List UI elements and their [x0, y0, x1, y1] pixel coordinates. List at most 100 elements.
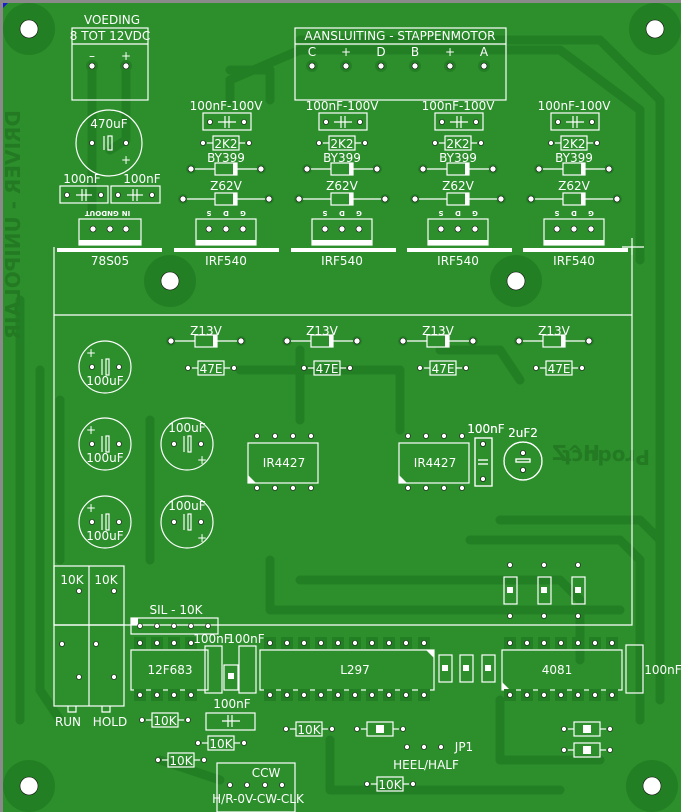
mounting-hole-icon — [506, 271, 526, 291]
pad — [207, 119, 213, 125]
jumper-label: HEEL/HALF — [393, 758, 459, 772]
pad — [272, 485, 278, 491]
pad — [155, 757, 161, 763]
elco-100uf: 100uF+ — [78, 495, 132, 549]
pad — [471, 225, 479, 233]
pad — [355, 225, 363, 233]
cap-100nf-100v-label: 100nF-100V — [306, 99, 380, 113]
pad — [171, 441, 177, 447]
pad — [403, 692, 409, 698]
pad — [171, 640, 177, 646]
pad — [548, 140, 554, 146]
cap-100nf-100v-label: 100nF-100V — [422, 99, 496, 113]
pad — [480, 62, 488, 70]
resistor-10k: 10K — [139, 712, 191, 728]
pad — [318, 692, 324, 698]
diode-label: BY399 — [207, 151, 245, 165]
pad — [405, 485, 411, 491]
resistor-label: 47E — [200, 362, 223, 376]
pad — [507, 692, 513, 698]
pad — [417, 365, 423, 371]
pot-run-label: RUN — [55, 715, 81, 729]
pad — [241, 740, 247, 746]
resistor-10k: 10K — [195, 735, 247, 751]
pad — [553, 225, 561, 233]
pad — [403, 640, 409, 646]
pad — [231, 365, 237, 371]
pad — [89, 441, 95, 447]
diode-label: Z62V — [326, 179, 358, 193]
pad — [308, 485, 314, 491]
elco-label: 100uF — [168, 421, 206, 435]
pad — [89, 364, 95, 370]
elco-100uf: 100uF+ — [160, 495, 214, 549]
ic-4081: 4081 — [501, 637, 623, 701]
pin-label: S — [322, 209, 327, 217]
driver-label: IR4427 — [414, 456, 456, 470]
pad — [605, 165, 613, 173]
pad — [301, 640, 307, 646]
svg-text:+: + — [197, 531, 207, 545]
motor-pin-label: C — [308, 45, 316, 59]
zener-z62v: Z62V — [178, 179, 274, 206]
cap-label: 100nF — [193, 632, 231, 646]
resistor-label: 10K — [153, 714, 177, 728]
diode-by399: BY399 — [186, 151, 266, 176]
pad — [592, 692, 598, 698]
resistor-2k2: 2K2 — [548, 135, 600, 151]
pad — [480, 441, 486, 447]
pad — [446, 62, 454, 70]
zener-z62v: Z62V — [294, 179, 390, 206]
motor-pin-label: A — [480, 45, 489, 59]
heatsink-outline — [53, 238, 644, 626]
pad — [386, 692, 392, 698]
pad — [607, 726, 613, 732]
pad — [167, 337, 175, 345]
resistor-label: 10K — [209, 737, 233, 751]
pad — [489, 165, 497, 173]
pad — [411, 195, 419, 203]
pad — [381, 195, 389, 203]
diode-label: Z13V — [538, 324, 570, 338]
pad — [329, 726, 335, 732]
resistor-label: 2K2 — [562, 137, 585, 151]
resistor-label: 47E — [548, 362, 571, 376]
diode-by399: BY399 — [534, 151, 614, 176]
pot-hold-value: 10K — [94, 573, 118, 587]
pad — [122, 62, 130, 70]
resistor-blank — [354, 721, 406, 737]
jumper-jp1: JP1 HEEL/HALF — [393, 740, 473, 772]
cap-100nf-right: 100nF — [110, 172, 161, 204]
pad — [239, 225, 247, 233]
diode-label: Z13V — [190, 324, 222, 338]
pad — [575, 692, 581, 698]
pad — [558, 640, 564, 646]
pad — [369, 692, 375, 698]
pad — [354, 726, 360, 732]
zener-z13v: Z13V — [166, 324, 246, 348]
pad — [437, 225, 445, 233]
power-pin-minus: – — [89, 49, 95, 63]
pad — [353, 337, 361, 345]
pad — [432, 140, 438, 146]
resistor-10k: 10K — [155, 752, 207, 768]
ic-12f683-label: 12F683 — [147, 663, 192, 677]
mosfet-label: IRF540 — [321, 254, 363, 268]
pad — [561, 726, 567, 732]
resistor-2k2: 2K2 — [200, 135, 252, 151]
mounting-hole-icon — [19, 776, 39, 796]
motor-pin-label: D — [376, 45, 385, 59]
diode-label: BY399 — [439, 151, 477, 165]
pad — [290, 433, 296, 439]
sil-label: SIL - 10K — [150, 603, 204, 617]
pad — [589, 119, 595, 125]
pad — [558, 692, 564, 698]
diode-label: Z13V — [306, 324, 338, 338]
resistor-label: 2K2 — [446, 137, 469, 151]
zener-z13v: Z13V — [514, 324, 594, 348]
